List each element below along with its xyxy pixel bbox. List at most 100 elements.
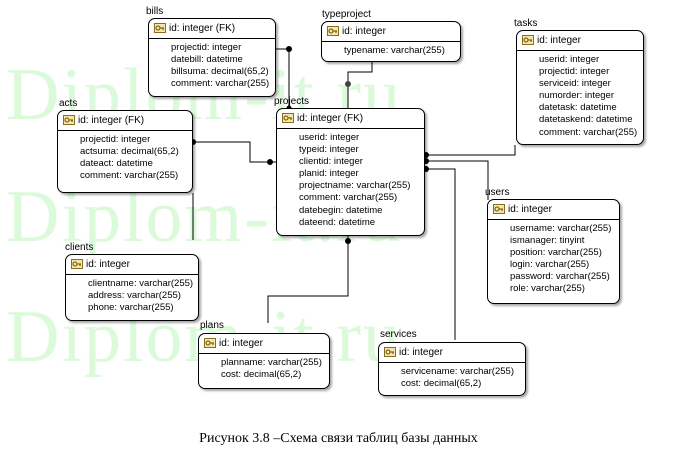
entity-acts: id: integer (FK) projectid: integer acts… (57, 110, 193, 193)
entity-field: projectid: integer (80, 134, 151, 145)
table-name-tasks: tasks (514, 18, 538, 29)
entity-field: numorder: integer (539, 90, 614, 102)
key-icon (384, 347, 396, 357)
entity-pk-text: id: integer (537, 35, 581, 46)
table-name-bills: bills (146, 6, 164, 17)
relation-end-dot (267, 159, 273, 165)
key-icon (522, 35, 534, 45)
entity-plans: id: integer planname: varchar(255) cost:… (198, 333, 330, 389)
entity-field: projectid: integer (171, 42, 242, 53)
entity-pk-row: id: integer (FK) (277, 109, 424, 129)
entity-field: planname: varchar(255) (221, 357, 322, 368)
entity-pk-row: id: integer (322, 22, 460, 42)
entity-field: typeid: integer (299, 144, 359, 156)
entity-field: dateend: datetime (299, 216, 376, 228)
entity-field: position: varchar(255) (510, 247, 602, 259)
relation-acts-projects (193, 141, 276, 163)
entity-pk-text: id: integer (FK) (169, 23, 236, 34)
entity-field: servicename: varchar(255) (401, 366, 514, 377)
entity-tasks: id: integer userid: integer projectid: i… (516, 30, 644, 145)
relation-end-dot (345, 238, 351, 244)
entity-field: userid: integer (539, 54, 600, 65)
entity-pk-text: id: integer (FK) (78, 115, 145, 126)
entity-field: typename: varchar(255) (344, 45, 445, 56)
entity-field: clientid: integer (299, 156, 363, 168)
entity-pk-text: id: integer (219, 338, 263, 349)
entity-pk-row: id: integer (517, 31, 643, 51)
entity-field: username: varchar(255) (510, 223, 612, 234)
entity-field: projectname: varchar(255) (299, 180, 411, 192)
relation-users-projects-1 (425, 145, 516, 156)
entity-fields: servicename: varchar(255) cost: decimal(… (379, 363, 525, 390)
entity-field: serviceid: integer (539, 78, 611, 90)
entity-fields: projectid: integer actsuma: decimal(65,2… (58, 131, 192, 182)
table-name-clients: clients (65, 242, 94, 253)
entity-fields: username: varchar(255) ismanager: tinyin… (488, 220, 619, 296)
entity-field: ismanager: tinyint (510, 235, 585, 247)
entity-field: actsuma: decimal(65,2) (80, 146, 179, 158)
entity-pk-row: id: integer (199, 334, 329, 354)
relation-plans-projects (267, 236, 349, 323)
entity-field: login: varchar(255) (510, 259, 590, 271)
entity-field: role: varchar(255) (510, 283, 585, 295)
key-icon (71, 259, 83, 269)
key-icon (327, 26, 339, 36)
table-name-acts: acts (59, 98, 78, 109)
entity-field: cost: decimal(65,2) (401, 378, 482, 390)
key-icon (154, 23, 166, 33)
entity-pk-row: id: integer (379, 343, 525, 363)
entity-field: datebill: datetime (171, 54, 243, 66)
entity-field: comment: varchar(255) (80, 170, 179, 182)
key-icon (282, 113, 294, 123)
entity-clients: id: integer clientname: varchar(255) add… (65, 254, 199, 321)
entity-field: comment: varchar(255) (539, 126, 638, 138)
entity-fields: userid: integer typeid: integer clientid… (277, 129, 424, 229)
entity-pk-row: id: integer (FK) (149, 19, 275, 39)
entity-field: comment: varchar(255) (299, 192, 398, 204)
entity-pk-text: id: integer (399, 347, 443, 358)
entity-pk-row: id: integer (FK) (58, 111, 192, 131)
relation-end-dot (345, 81, 351, 87)
entity-fields: userid: integer projectid: integer servi… (517, 51, 643, 139)
table-name-services: services (380, 329, 417, 340)
entity-field: datetask: datetime (539, 102, 617, 114)
entity-services: id: integer servicename: varchar(255) co… (378, 342, 526, 396)
entity-fields: clientname: varchar(255) address: varcha… (66, 275, 198, 314)
entity-fields: planname: varchar(255) cost: decimal(65,… (199, 354, 329, 381)
entity-fields: typename: varchar(255) (322, 42, 460, 57)
entity-field: comment: varchar(255) (171, 78, 270, 90)
key-icon (63, 115, 75, 125)
entity-pk-text: id: integer (FK) (297, 113, 364, 124)
entity-field: datetaskend: datetime (539, 114, 633, 126)
table-name-typeproject: typeproject (322, 9, 371, 20)
key-icon (493, 204, 505, 214)
entity-field: billsuma: decimal(65,2) (171, 66, 269, 78)
relation-users-projects-2 (425, 160, 489, 200)
entity-field: phone: varchar(255) (88, 302, 174, 314)
entity-field: clientname: varchar(255) (88, 278, 194, 289)
table-name-plans: plans (200, 320, 224, 331)
figure-caption: Рисунок 3.8 –Схема связи таблиц базы дан… (199, 431, 478, 446)
entity-field: dateact: datetime (80, 158, 153, 170)
entity-typeproject: id: integer typename: varchar(255) (321, 21, 461, 62)
relation-services-projects (425, 168, 456, 340)
entity-pk-text: id: integer (86, 259, 130, 270)
table-name-users: users (485, 187, 510, 198)
entity-pk-text: id: integer (342, 26, 386, 37)
entity-field: address: varchar(255) (88, 290, 181, 302)
relation-typeproject-projects (347, 62, 373, 108)
entity-fields: projectid: integer datebill: datetime bi… (149, 39, 275, 90)
entity-projects: id: integer (FK) userid: integer typeid:… (276, 108, 425, 236)
entity-field: datebegin: datetime (299, 204, 383, 216)
entity-field: cost: decimal(65,2) (221, 369, 302, 381)
entity-pk-text: id: integer (508, 204, 552, 215)
entity-field: password: varchar(255) (510, 271, 610, 283)
entity-bills: id: integer (FK) projectid: integer date… (148, 18, 276, 97)
relation-end-dot (286, 46, 292, 52)
entity-field: planid: integer (299, 168, 359, 180)
entity-pk-row: id: integer (66, 255, 198, 275)
table-name-projects: projects (274, 96, 310, 107)
entity-field: projectid: integer (539, 66, 610, 78)
entity-pk-row: id: integer (488, 200, 619, 220)
